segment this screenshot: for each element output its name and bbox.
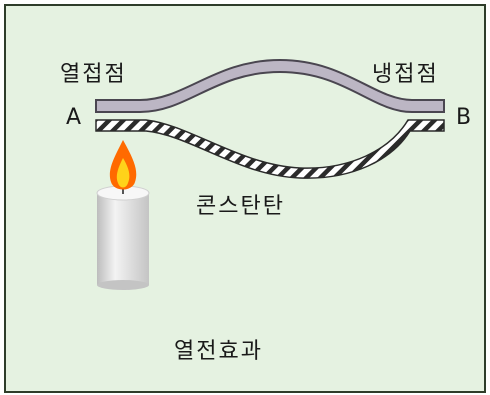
constantan-label: 콘스탄탄 [196, 194, 285, 219]
cold-junction-label: 냉접점 [372, 62, 439, 87]
point-a-label: A [66, 105, 84, 130]
point-b-label: B [456, 105, 474, 130]
flame-icon [109, 140, 137, 190]
upper-wire [95, 58, 445, 113]
caption: 열전효과 [174, 339, 263, 364]
hot-junction-label: 열접점 [60, 62, 127, 87]
constantan-wire [95, 119, 445, 179]
candle-icon [96, 185, 150, 290]
